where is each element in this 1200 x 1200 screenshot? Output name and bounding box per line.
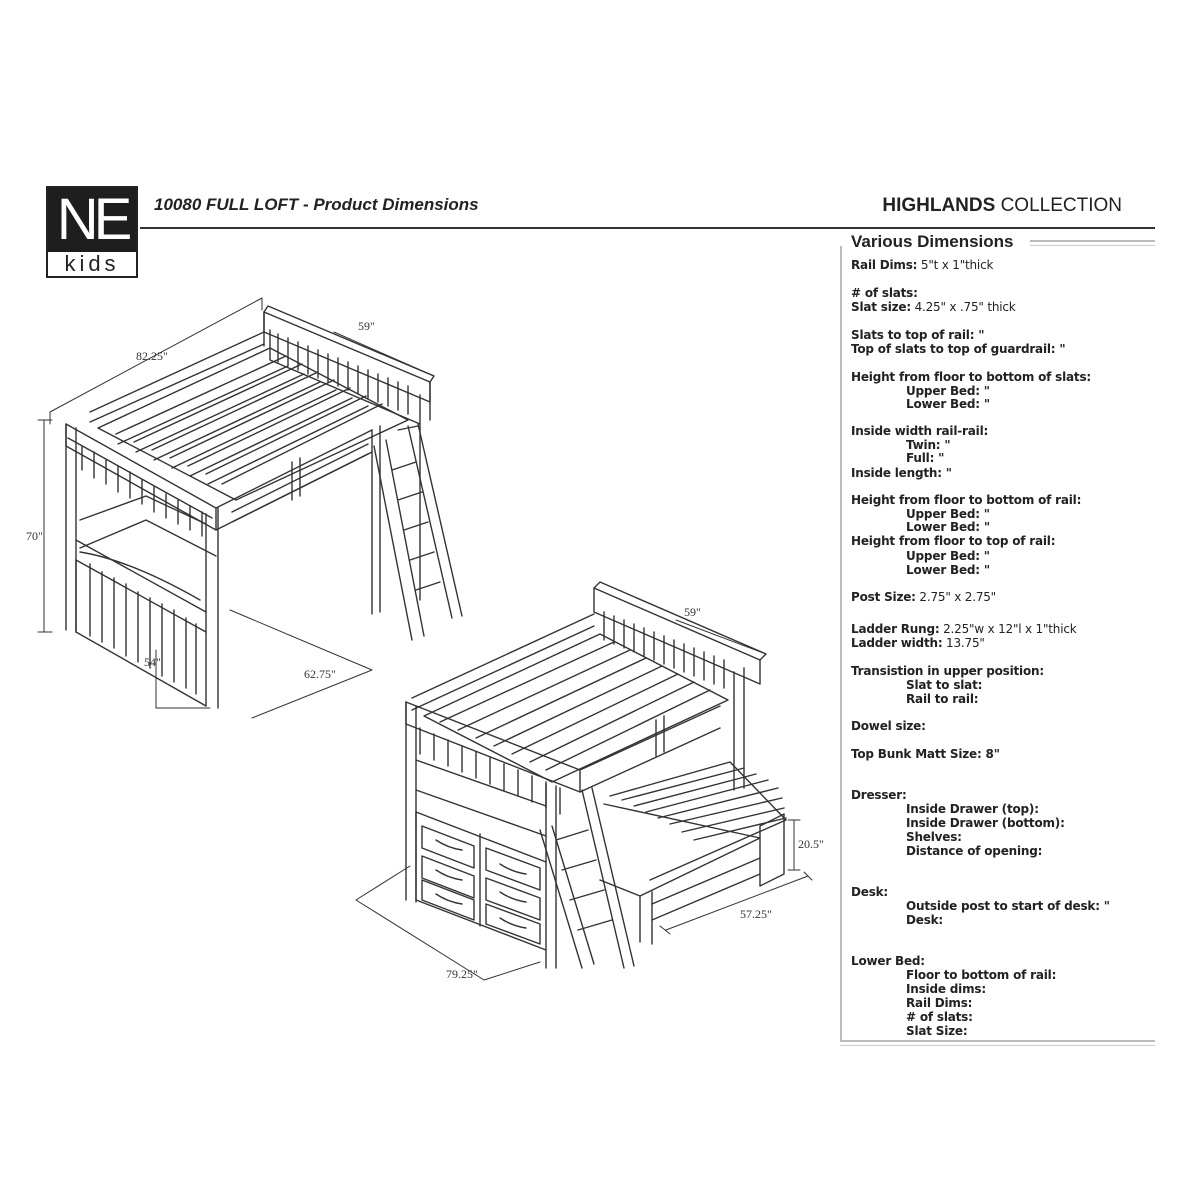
spec-bottom-rail-lower: Lower Bed: " <box>906 520 990 534</box>
header-rule <box>140 227 1155 229</box>
spec-ladder-rung-value: 2.25"w x 12"l x 1"thick <box>939 622 1077 636</box>
panel-border-top-inner <box>1030 245 1155 246</box>
spec-dowel-size: Dowel size: <box>851 719 926 733</box>
spec-bottom-rail-upper: Upper Bed: " <box>906 507 990 521</box>
spec-inside-length: Inside length: " <box>851 466 952 480</box>
spec-post-size-label: Post Size: <box>851 590 916 604</box>
spec-ladder-rung: Ladder Rung: 2.25"w x 12"l x 1"thick <box>851 622 1077 636</box>
spec-lower-rail-dims: Rail Dims: <box>906 996 973 1010</box>
collection-name-rest: COLLECTION <box>995 195 1122 216</box>
spec-rail-dims-label: Rail Dims: <box>851 258 918 272</box>
combo-bed-drawing <box>355 581 813 981</box>
dim-loft-width-bottom: 54" <box>144 655 161 669</box>
spec-lower-num-slats: # of slats: <box>906 1010 973 1024</box>
spec-floor-bottom-rail: Floor to bottom of rail: <box>906 968 1057 982</box>
spec-inside-drawer-bottom: Inside Drawer (bottom): <box>906 816 1065 830</box>
logo-ne-text: NE <box>48 188 136 252</box>
spec-distance-opening: Distance of opening: <box>906 844 1043 858</box>
panel-border-bottom <box>840 1040 1155 1042</box>
panel-border-left <box>840 246 842 1042</box>
spec-top-rail-lower: Lower Bed: " <box>906 563 990 577</box>
spec-slat-size: Slat size: 4.25" x .75" thick <box>851 300 1016 314</box>
dim-combo-lower-height: 20.5" <box>798 837 824 851</box>
spec-height-slats-upper: Upper Bed: " <box>906 384 990 398</box>
dim-loft-clearance: 62.75" <box>304 667 336 681</box>
specs-title: Various Dimensions <box>851 232 1014 251</box>
spec-slats-top-guardrail: Top of slats to top of guardrail: " <box>851 342 1066 356</box>
spec-ladder-width: Ladder width: 13.75" <box>851 636 985 650</box>
collection-name: HIGHLANDS COLLECTION <box>882 195 1122 217</box>
technical-drawing: 82.25" 59" 70" 54" 62.75" 59" 20.5" 57.2… <box>26 297 824 981</box>
dim-loft-length: 82.25" <box>136 349 168 363</box>
dim-combo-length: 79.25" <box>446 967 478 981</box>
spec-inside-dims: Inside dims: <box>906 982 986 996</box>
spec-post-size-value: 2.75" x 2.75" <box>915 590 997 604</box>
spec-inside-width: Inside width rail-rail: <box>851 424 989 438</box>
document-title: 10080 FULL LOFT - Product Dimensions <box>154 195 479 214</box>
spec-top-bunk-matt: Top Bunk Matt Size: 8" <box>851 747 1000 761</box>
spec-inside-width-full: Full: " <box>906 451 945 465</box>
spec-slat-size-label: Slat size: <box>851 300 911 314</box>
spec-transition: Transistion in upper position: <box>851 664 1044 678</box>
loft-bed-drawing <box>37 297 463 719</box>
spec-slat-size-value: 4.25" x .75" thick <box>910 300 1016 314</box>
brand-logo: NE kids <box>46 186 138 278</box>
spec-inside-drawer-top: Inside Drawer (top): <box>906 802 1039 816</box>
collection-name-bold: HIGHLANDS <box>882 195 996 216</box>
dim-combo-lower-width: 57.25" <box>740 907 772 921</box>
spec-top-rail-upper: Upper Bed: " <box>906 549 990 563</box>
spec-desk-heading: Desk: <box>851 885 889 899</box>
spec-ladder-width-label: Ladder width: <box>851 636 943 650</box>
spec-desk: Desk: <box>906 913 944 927</box>
panel-border-top <box>1030 240 1155 242</box>
spec-shelves: Shelves: <box>906 830 962 844</box>
spec-height-slats: Height from floor to bottom of slats: <box>851 370 1091 384</box>
spec-height-bottom-rail: Height from floor to bottom of rail: <box>851 493 1082 507</box>
spec-lower-slat-size: Slat Size: <box>906 1024 968 1038</box>
spec-outside-post-desk: Outside post to start of desk: " <box>906 899 1110 913</box>
spec-height-slats-lower: Lower Bed: " <box>906 397 990 411</box>
spec-height-top-rail: Height from floor to top of rail: <box>851 534 1056 548</box>
spec-slat-to-slat: Slat to slat: <box>906 678 983 692</box>
dimension-labels: 82.25" 59" 70" 54" 62.75" 59" 20.5" 57.2… <box>26 319 824 981</box>
dim-loft-width-top: 59" <box>358 319 375 333</box>
spec-inside-width-twin: Twin: " <box>906 438 951 452</box>
spec-rail-dims-value: 5"t x 1"thick <box>917 258 994 272</box>
logo-kids-text: kids <box>64 251 120 276</box>
spec-lower-bed: Lower Bed: <box>851 954 925 968</box>
spec-ladder-rung-label: Ladder Rung: <box>851 622 940 636</box>
spec-num-slats: # of slats: <box>851 286 918 300</box>
dim-combo-width-top: 59" <box>684 605 701 619</box>
panel-border-bottom-inner <box>840 1045 1155 1046</box>
spec-rail-to-rail: Rail to rail: <box>906 692 979 706</box>
spec-rail-dims: Rail Dims: 5"t x 1"thick <box>851 258 993 272</box>
spec-slats-top-rail: Slats to top of rail: " <box>851 328 985 342</box>
spec-post-size: Post Size: 2.75" x 2.75" <box>851 590 996 604</box>
dim-loft-height: 70" <box>26 529 43 543</box>
spec-ladder-width-value: 13.75" <box>942 636 985 650</box>
spec-dresser: Dresser: <box>851 788 907 802</box>
